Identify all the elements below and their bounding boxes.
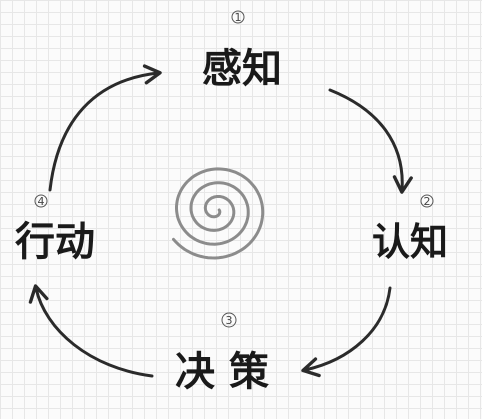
step-label: 认知 [372,219,448,264]
step-label: 行动 [15,218,95,265]
step-number: 1 [235,11,242,24]
step-number: 2 [424,195,431,208]
step-decide: 3 决策 [175,312,283,395]
step-number-circle [420,194,434,208]
step-label: 决策 [175,348,283,395]
step-number: 4 [38,195,45,208]
step-act: 4 行动 [15,194,95,265]
step-number-circle [231,10,245,24]
arrow-cognize-to-decide [301,286,392,378]
arrow-act-to-perceive [48,64,162,192]
step-perceive: 1 感知 [202,10,282,92]
step-cognize: 2 认知 [372,194,448,264]
step-number-circle [34,194,48,208]
step-label: 感知 [202,45,282,92]
arrow-perceive-to-cognize [328,88,413,194]
step-number-circle [221,312,237,328]
step-number: 3 [226,314,233,327]
center-spiral [172,167,265,260]
arrow-decide-to-act [28,284,154,378]
